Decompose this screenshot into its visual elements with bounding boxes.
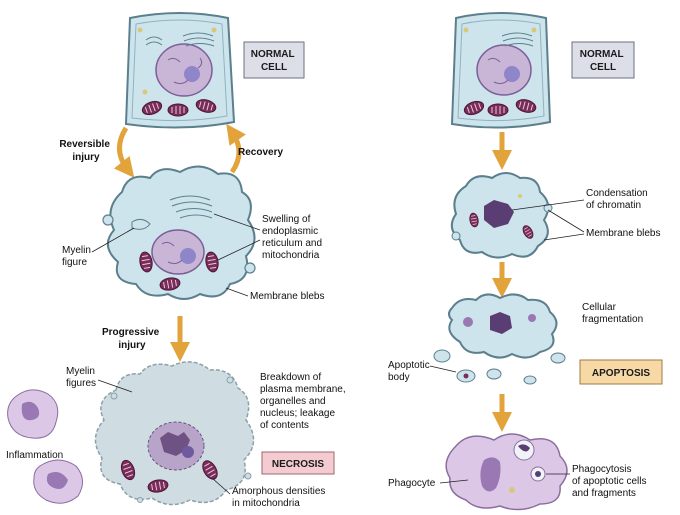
- myelin-figure-label: Myelin figure: [62, 245, 94, 268]
- normal-cell-box-left: [243, 41, 305, 79]
- normal-cell-label-right: NORMAL CELL: [580, 49, 626, 73]
- condensation-label: Condensation of chromatin: [586, 188, 651, 211]
- membrane-blebs-label-left: Membrane blebs: [250, 291, 324, 302]
- inflammation-cells: [7, 389, 83, 504]
- fragmenting-cell: [433, 293, 566, 385]
- phagocyte-label: Phagocyte: [388, 478, 436, 489]
- swollen-cell: [102, 165, 256, 300]
- normal-cell-box-right: [571, 41, 635, 79]
- phagocytosis-label: Phagocytosis of apoptotic cells and frag…: [572, 464, 649, 499]
- membrane-blebs-label-right: Membrane blebs: [586, 228, 660, 239]
- apoptotic-body-label: Apoptotic body: [388, 360, 432, 383]
- reversible-injury-arrow: [113, 126, 135, 178]
- necrotic-cell: [94, 361, 255, 506]
- cellular-fragmentation-label: Cellular fragmentation: [582, 302, 643, 325]
- amorphous-label: Amorphous densities in mitochondria: [232, 486, 328, 509]
- apoptosis-label: APOPTOSIS: [592, 368, 650, 379]
- inflammation-label: Inflammation: [6, 450, 63, 461]
- recovery-arrow: [226, 123, 246, 174]
- swelling-label: Swelling of endoplasmic reticulum and mi…: [262, 214, 325, 261]
- apoptosis-box: [579, 359, 663, 385]
- myelin-figures-label: Myelin figures: [66, 366, 98, 389]
- progressive-injury-label: Progressive injury: [102, 327, 162, 351]
- recovery-label: Recovery: [238, 147, 283, 158]
- normal-cell-left: [124, 12, 236, 129]
- condensed-cell: [450, 172, 553, 259]
- normal-cell-label-left: NORMAL CELL: [251, 49, 297, 73]
- breakdown-label: Breakdown of plasma membrane, organelles…: [260, 372, 348, 431]
- reversible-injury-label: Reversible injury: [59, 139, 112, 163]
- phagocyte-cell: [445, 433, 568, 511]
- necrosis-box: [261, 451, 335, 475]
- normal-cell-right: [450, 12, 552, 129]
- necrosis-label: NECROSIS: [272, 459, 325, 470]
